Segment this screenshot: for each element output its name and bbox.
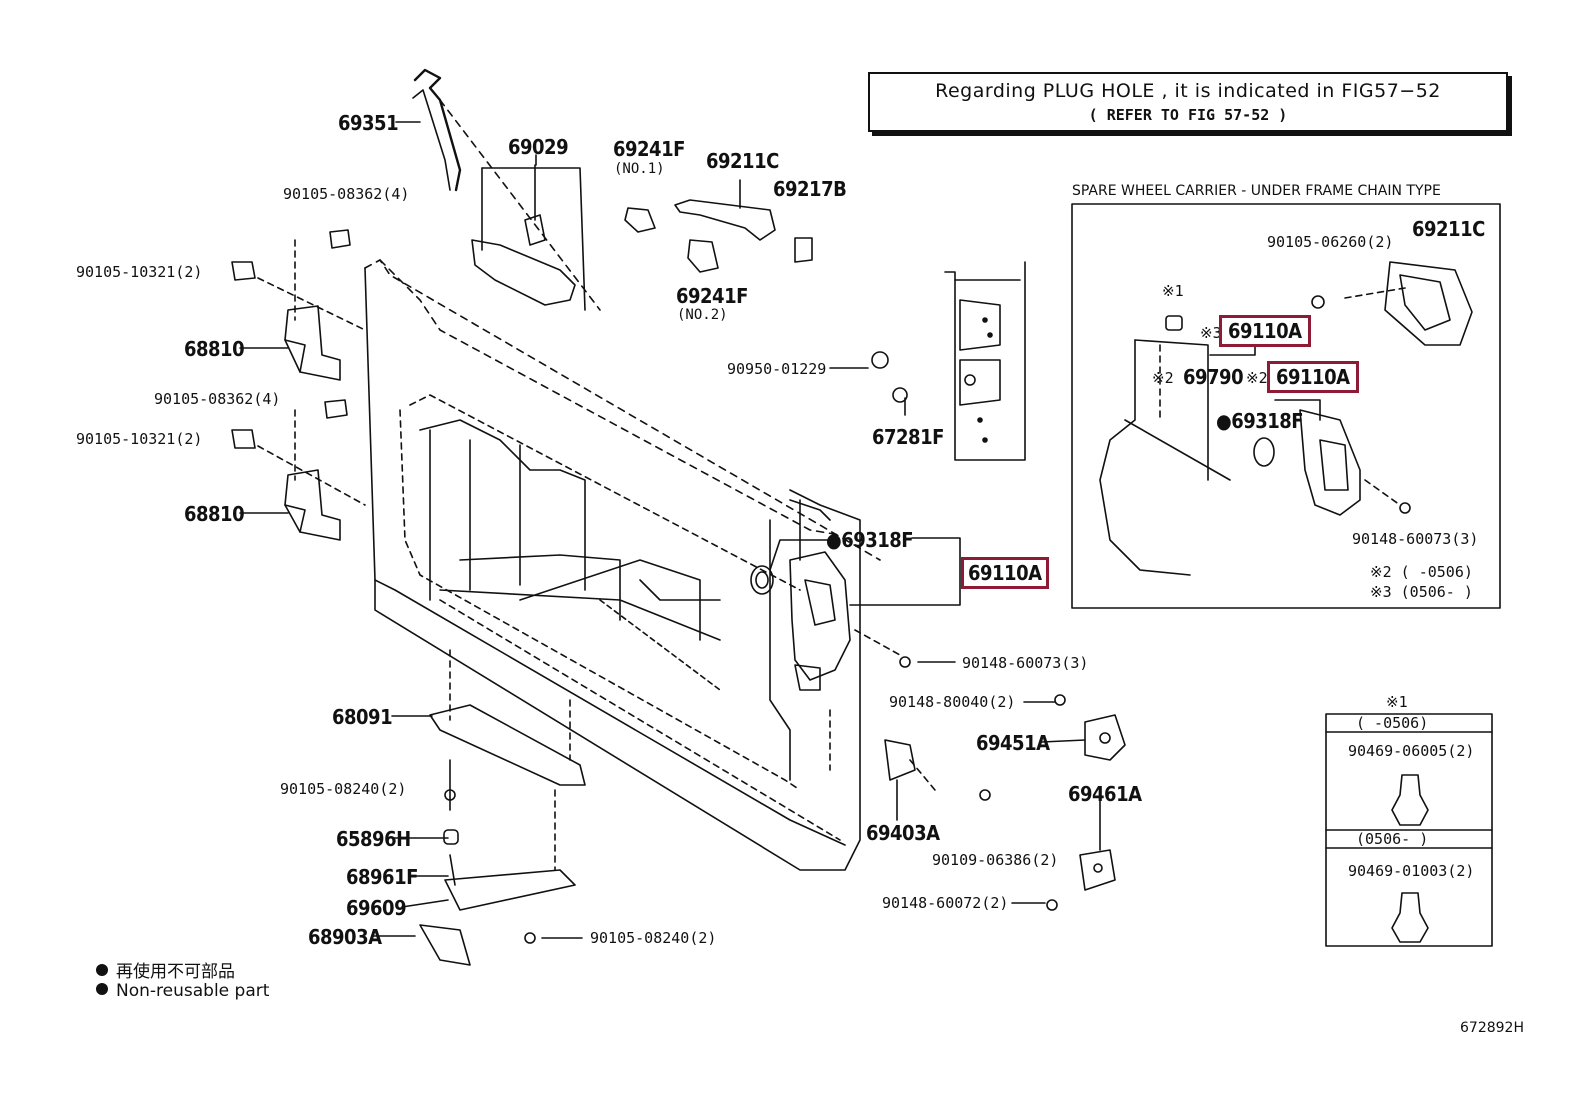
label-69351[interactable]: 69351 (338, 111, 399, 135)
pillar-section (944, 261, 1026, 461)
inset-note-2: ※2 ( -0506) (1370, 563, 1473, 581)
label-65896h[interactable]: 65896H (336, 827, 411, 851)
inset-title: SPARE WHEEL CARRIER - UNDER FRAME CHAIN … (1072, 183, 1441, 199)
inset-label-69790[interactable]: 69790 (1183, 365, 1244, 389)
clip-table-row1-header: ( -0506) (1356, 714, 1429, 732)
clip-table-mark: ※1 (1386, 693, 1408, 711)
label-67281f[interactable]: 67281F (872, 425, 944, 449)
door-lock-assembly (750, 537, 961, 691)
label-69403a[interactable]: 69403A (866, 821, 940, 845)
inset-label-69211c[interactable]: 69211C (1412, 217, 1485, 241)
label-69318f[interactable]: ●69318F (826, 528, 914, 552)
figure-id: 672892H (1460, 1020, 1524, 1036)
non-reusable-dot-icon (96, 983, 108, 995)
label-90105-10321-a[interactable]: 90105-10321(2) (76, 263, 203, 281)
clip-table (1325, 713, 1493, 947)
label-68961f[interactable]: 68961F (346, 865, 418, 889)
label-69241f-no2[interactable]: 69241F (676, 284, 748, 308)
label-90105-08362-b[interactable]: 90105-08362(4) (154, 390, 281, 408)
rod-bracket-69029 (471, 164, 586, 311)
label-69241f-no1-sub: (NO.1) (614, 161, 665, 177)
inset-label-69110a-1[interactable]: 69110A (1219, 315, 1311, 347)
label-90105-08240-a[interactable]: 90105-08240(2) (280, 780, 407, 798)
legend-jp: 再使用不可部品 (96, 957, 235, 982)
inset-mark-1: ※1 (1162, 282, 1184, 300)
label-90950-01229[interactable]: 90950-01229 (727, 360, 827, 378)
inset-mark-2: ※2 (1152, 369, 1174, 387)
inset-panel (1071, 203, 1501, 609)
clip-table-row2-header: (0506- ) (1356, 830, 1429, 848)
label-69110a-highlighted[interactable]: 69110A (961, 557, 1049, 589)
clip-table-row1-part[interactable]: 90469-06005(2) (1348, 742, 1475, 760)
label-69241f-no2-sub: (NO.2) (677, 307, 728, 323)
plug-hole-note: Regarding PLUG HOLE , it is indicated in… (868, 72, 1508, 132)
label-69217b[interactable]: 69217B (773, 177, 847, 201)
non-reusable-dot-icon (96, 964, 108, 976)
label-69241f-no1[interactable]: 69241F (613, 137, 685, 161)
label-68810-a[interactable]: 68810 (184, 337, 245, 361)
back-door-panel (364, 259, 881, 871)
striker-parts (829, 709, 1126, 891)
inset-label-90105-06260[interactable]: 90105-06260(2) (1267, 233, 1394, 251)
inset-mark-2b: ※2 (1246, 369, 1268, 387)
leader-lines (239, 121, 1086, 939)
label-90105-08240-b[interactable]: 90105-08240(2) (590, 929, 717, 947)
legend-en-text: Non-reusable part (116, 981, 270, 1001)
label-69609[interactable]: 69609 (346, 896, 407, 920)
label-69461a[interactable]: 69461A (1068, 782, 1142, 806)
label-90105-10321-b[interactable]: 90105-10321(2) (76, 430, 203, 448)
inset-note-3: ※3 (0506- ) (1370, 583, 1473, 601)
note-line-1: Regarding PLUG HOLE , it is indicated in… (935, 80, 1441, 102)
label-68810-b[interactable]: 68810 (184, 502, 245, 526)
inset-label-90148-60073[interactable]: 90148-60073(3) (1352, 530, 1479, 548)
inset-label-69318f[interactable]: ●69318F (1216, 409, 1304, 433)
label-69451a[interactable]: 69451A (976, 731, 1050, 755)
label-68091[interactable]: 68091 (332, 705, 393, 729)
hinges (231, 229, 366, 541)
lower-arm-parts (419, 649, 586, 966)
outside-handle (624, 179, 813, 273)
note-line-2: ( REFER TO FIG 57-52 ) (1088, 106, 1288, 124)
label-69211c[interactable]: 69211C (706, 149, 779, 173)
label-90109-06386[interactable]: 90109-06386(2) (932, 851, 1059, 869)
label-90148-80040[interactable]: 90148-80040(2) (889, 693, 1016, 711)
label-90148-60073[interactable]: 90148-60073(3) (962, 654, 1089, 672)
rod-69351 (412, 68, 601, 311)
legend-jp-text: 再使用不可部品 (116, 962, 235, 982)
legend-en: Non-reusable part (96, 981, 269, 1001)
label-68903a[interactable]: 68903A (308, 925, 382, 949)
inset-label-69110a-2[interactable]: 69110A (1267, 361, 1359, 393)
clip-table-row2-part[interactable]: 90469-01003(2) (1348, 862, 1475, 880)
label-90148-60072[interactable]: 90148-60072(2) (882, 894, 1009, 912)
fasteners (444, 351, 1066, 944)
label-69029[interactable]: 69029 (508, 135, 569, 159)
label-90105-08362-a[interactable]: 90105-08362(4) (283, 185, 410, 203)
inset-mark-3: ※3 (1200, 324, 1222, 342)
